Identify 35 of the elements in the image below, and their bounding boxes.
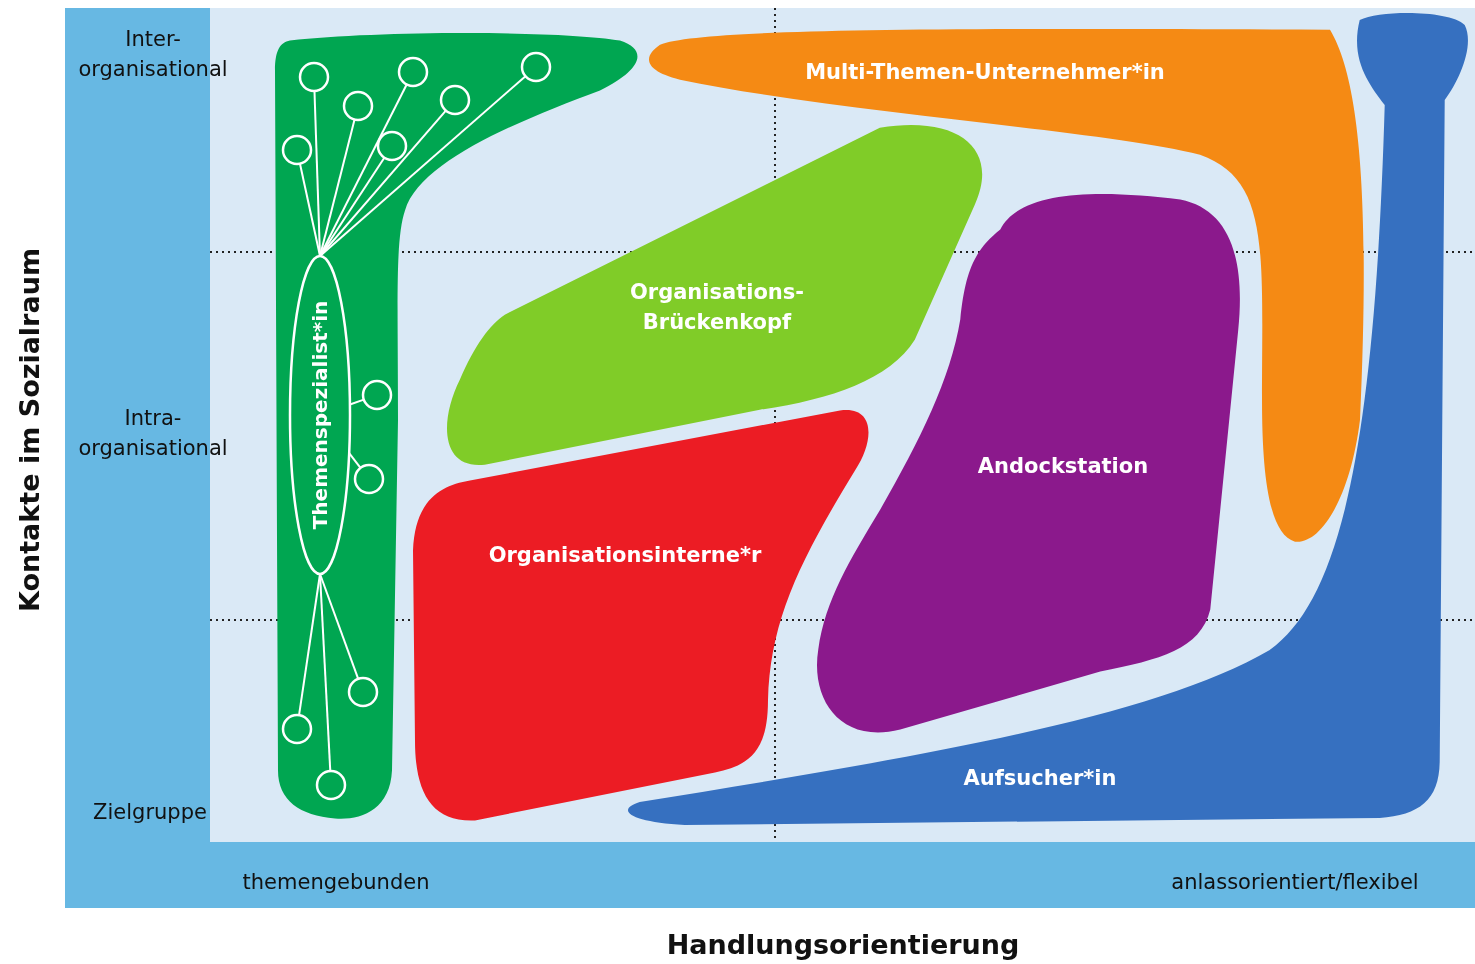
connector-line: [319, 573, 332, 772]
region-label: Andockstation: [976, 453, 1150, 480]
axis-title: Kontakte im Sozialraum: [13, 248, 47, 612]
contact-circle: [520, 51, 552, 83]
connector-line: [298, 162, 321, 257]
contact-circle: [376, 130, 408, 162]
contact-circle: [315, 769, 347, 801]
axis-label: anlassorientiert/flexibel: [1171, 868, 1419, 896]
contact-circle: [353, 463, 385, 495]
connector-line: [319, 75, 527, 257]
connector-line: [319, 573, 360, 680]
contact-circle: [281, 134, 313, 166]
region-label: Aufsucher*in: [962, 765, 1118, 792]
region-shape: [413, 409, 869, 821]
axis-label: Intra-organisational: [77, 404, 229, 462]
region-shape: [816, 194, 1240, 733]
axis-label: Zielgruppe: [93, 798, 207, 826]
contact-circle: [342, 90, 374, 122]
contact-circle: [298, 61, 330, 93]
role-ellipse: [288, 254, 352, 576]
axis-label: themengebunden: [242, 868, 430, 896]
axis-label: Inter-organisational: [77, 25, 229, 83]
region-label: Themenspezialist*in: [308, 300, 332, 530]
connector-line: [348, 452, 362, 469]
region-label: Organisationsinterne*r: [487, 542, 763, 569]
connector-line: [319, 109, 447, 257]
region-label: Organisations-Brückenkopf: [628, 279, 805, 336]
contact-circle: [361, 379, 393, 411]
region-label: Multi-Themen-Unternehmer*in: [804, 59, 1166, 86]
contact-circle: [397, 56, 429, 88]
contact-circle: [281, 713, 313, 745]
connector-line: [348, 398, 365, 406]
contact-circle: [439, 84, 471, 116]
contact-circle: [347, 676, 379, 708]
axis-title: Handlungsorientierung: [666, 928, 1020, 963]
